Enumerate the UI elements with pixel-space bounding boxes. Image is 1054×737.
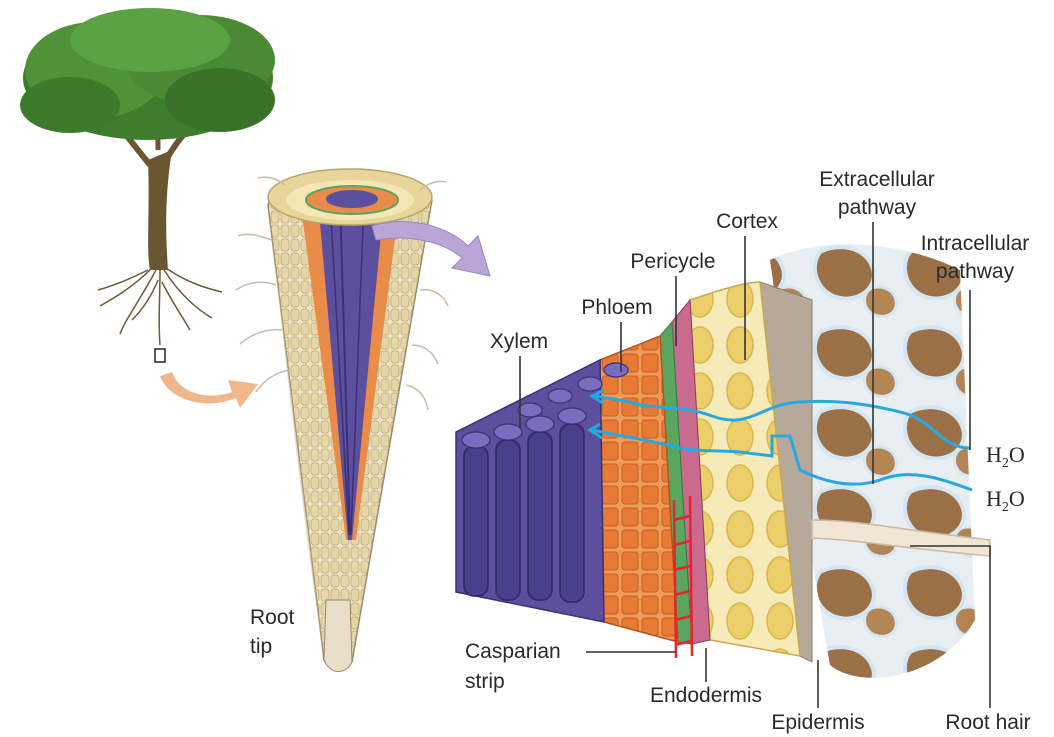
- label-water-extracellular: H2O: [986, 486, 1025, 515]
- label-casparian-2: strip: [465, 670, 505, 693]
- tree-illustration: [20, 8, 275, 362]
- water-sub: 2: [1002, 456, 1009, 471]
- label-root-hair: Root hair: [945, 711, 1030, 734]
- root-cross-section: [456, 244, 990, 677]
- label-root-tip-1: Root: [250, 606, 295, 629]
- label-intracellular-2: pathway: [936, 260, 1015, 283]
- water-h: H: [986, 486, 1002, 511]
- label-extracellular-2: pathway: [838, 196, 917, 219]
- label-phloem: Phloem: [581, 296, 652, 319]
- label-extracellular-1: Extracellular: [819, 168, 935, 191]
- zoom-arrow-small: [160, 372, 258, 408]
- label-pericycle: Pericycle: [630, 250, 715, 273]
- label-cortex: Cortex: [716, 210, 778, 233]
- water-sub: 2: [1002, 500, 1009, 515]
- label-intracellular-1: Intracellular: [921, 232, 1030, 255]
- label-endodermis: Endodermis: [650, 684, 762, 707]
- root-tip-marker: [155, 349, 165, 362]
- water-o: O: [1009, 442, 1025, 467]
- label-epidermis: Epidermis: [771, 711, 864, 734]
- label-casparian-1: Casparian: [465, 640, 561, 663]
- label-root-tip-2: tip: [250, 635, 272, 658]
- water-h: H: [986, 442, 1002, 467]
- label-xylem: Xylem: [490, 330, 548, 353]
- water-o: O: [1009, 486, 1025, 511]
- label-water-intracellular: H2O: [986, 442, 1025, 471]
- root-tip-illustration: [236, 169, 456, 672]
